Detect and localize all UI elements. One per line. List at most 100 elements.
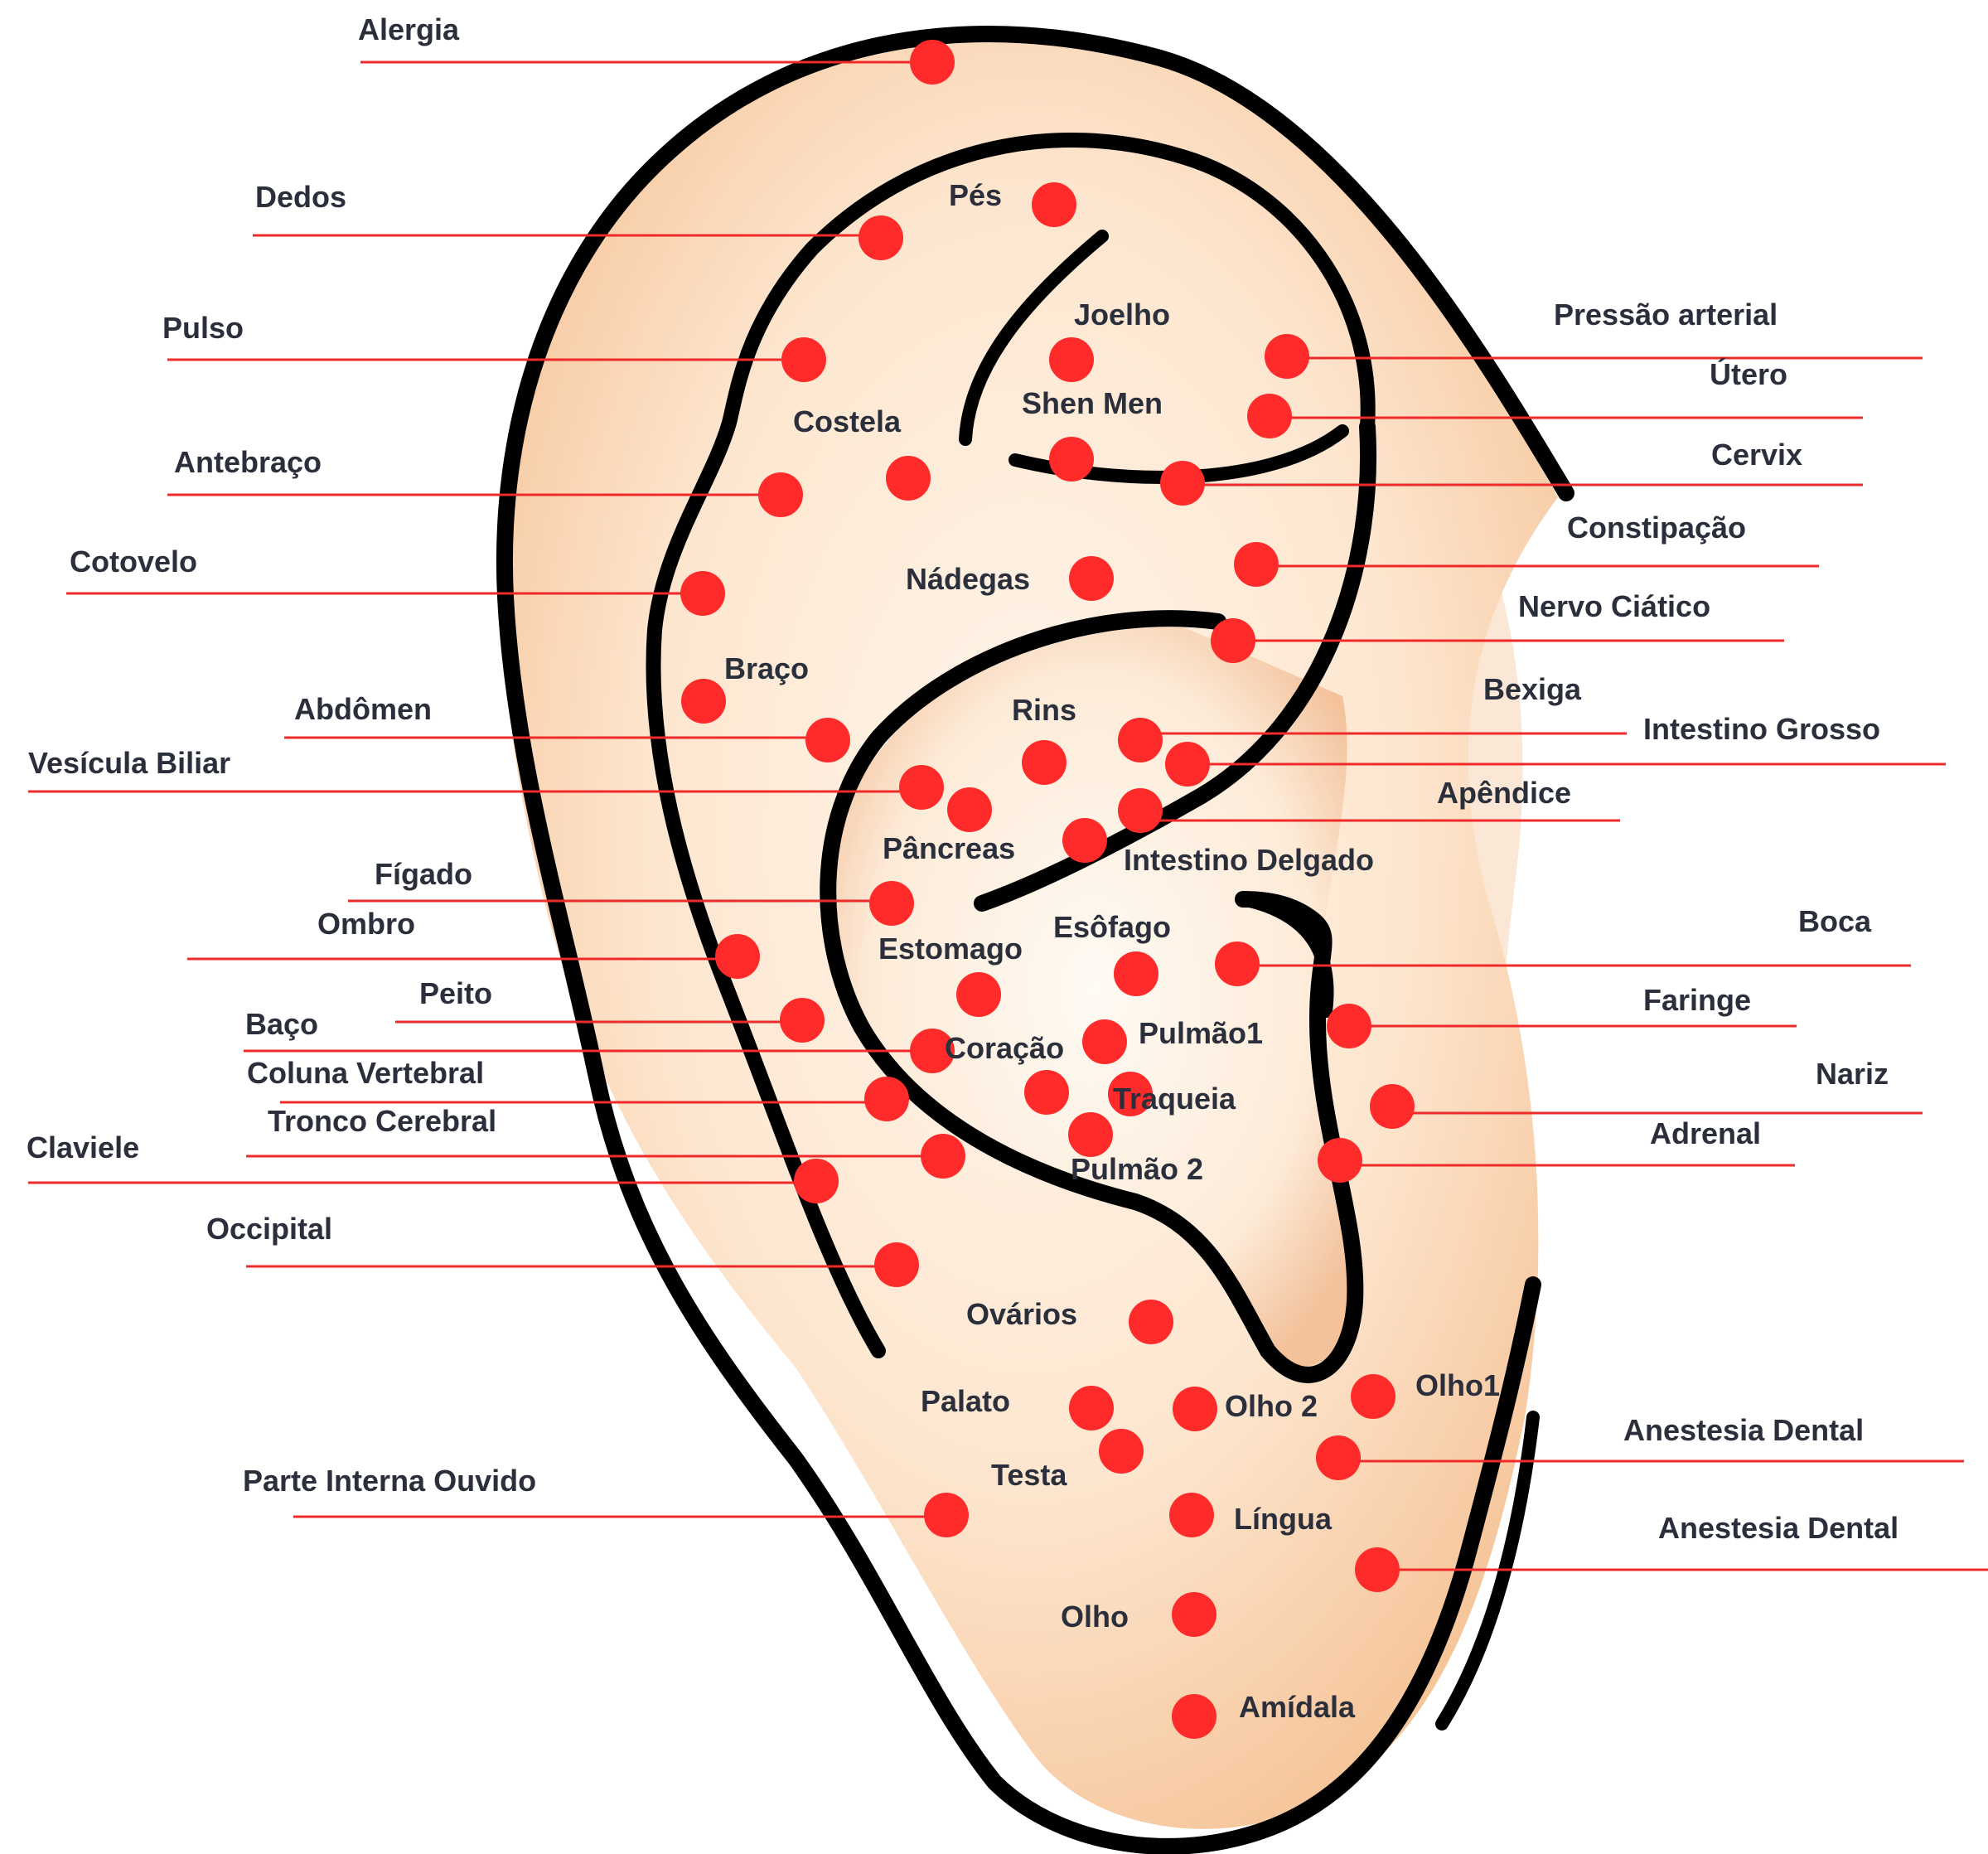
- label-vesicula-biliar: Vesícula Biliar: [28, 746, 230, 780]
- point-vesicula[interactable]: [899, 765, 944, 810]
- label-boca: Boca: [1798, 904, 1872, 938]
- point-olho1[interactable]: [1351, 1374, 1395, 1419]
- label-claviele: Claviele: [27, 1130, 139, 1164]
- label-pancreas: Pâncreas: [883, 831, 1015, 865]
- point-peito[interactable]: [780, 998, 825, 1043]
- point-apendice[interactable]: [1118, 788, 1163, 833]
- point-tronco-cerebral[interactable]: [921, 1134, 965, 1179]
- point-pulmao2[interactable]: [1068, 1112, 1113, 1157]
- point-anestesia-2[interactable]: [1355, 1547, 1400, 1592]
- label-tronco-cerebral: Tronco Cerebral: [268, 1104, 496, 1138]
- label-abdomen: Abdômen: [294, 692, 432, 726]
- label-pulso: Pulso: [162, 311, 244, 345]
- point-nariz[interactable]: [1370, 1084, 1415, 1129]
- point-shen-men[interactable]: [1049, 437, 1094, 482]
- label-intestino-grosso: Intestino Grosso: [1643, 712, 1880, 746]
- point-amidala[interactable]: [1172, 1694, 1217, 1739]
- point-utero[interactable]: [1247, 394, 1292, 438]
- point-traqueia-b[interactable]: [1024, 1070, 1069, 1115]
- point-pes[interactable]: [1032, 182, 1076, 227]
- label-peito: Peito: [419, 976, 492, 1010]
- label-lingua: Língua: [1234, 1502, 1333, 1536]
- label-utero: Útero: [1710, 356, 1787, 391]
- point-alergia[interactable]: [910, 40, 955, 85]
- point-costela[interactable]: [886, 456, 931, 501]
- label-traqueia: Traqueia: [1113, 1082, 1236, 1116]
- label-baco: Baço: [245, 1007, 318, 1041]
- point-testa[interactable]: [1099, 1429, 1144, 1474]
- point-palato[interactable]: [1069, 1386, 1114, 1430]
- label-anestesia-dental-2: Anestesia Dental: [1658, 1511, 1899, 1545]
- point-joelho[interactable]: [1049, 337, 1094, 382]
- point-claviele[interactable]: [794, 1159, 839, 1203]
- point-bexiga[interactable]: [1118, 718, 1163, 762]
- label-apendice: Apêndice: [1437, 776, 1571, 810]
- point-lingua[interactable]: [1169, 1493, 1214, 1537]
- point-estomago[interactable]: [956, 972, 1001, 1017]
- point-intestino-grosso[interactable]: [1165, 742, 1210, 787]
- label-nervo-ciatico: Nervo Ciático: [1518, 589, 1710, 623]
- label-costela: Costela: [793, 404, 902, 438]
- label-ombro: Ombro: [317, 907, 415, 941]
- point-coluna-vertebral[interactable]: [864, 1077, 909, 1121]
- label-pressao-arterial: Pressão arterial: [1554, 298, 1778, 332]
- label-joelho: Joelho: [1074, 298, 1170, 332]
- label-pulmao2: Pulmão 2: [1071, 1152, 1203, 1186]
- point-occipital[interactable]: [874, 1242, 919, 1287]
- label-braco: Braço: [724, 651, 809, 685]
- label-alergia: Alergia: [358, 12, 460, 46]
- label-rins: Rins: [1012, 693, 1076, 727]
- label-nariz: Nariz: [1816, 1057, 1889, 1091]
- point-pulso[interactable]: [781, 337, 826, 382]
- point-pressao[interactable]: [1265, 334, 1309, 379]
- label-amidala: Amídala: [1239, 1690, 1356, 1724]
- label-cervix: Cervix: [1711, 438, 1802, 472]
- label-cotovelo: Cotovelo: [70, 545, 197, 578]
- label-antebraco: Antebraço: [174, 445, 322, 479]
- ear-illustration: [503, 33, 1566, 1847]
- label-bexiga: Bexiga: [1483, 672, 1582, 706]
- point-pancreas-a[interactable]: [947, 787, 992, 832]
- label-nadegas: Nádegas: [906, 562, 1030, 596]
- label-ovarios: Ovários: [966, 1297, 1077, 1331]
- point-olho[interactable]: [1172, 1592, 1217, 1637]
- label-pulmao1: Pulmão1: [1139, 1016, 1263, 1050]
- point-abdomen[interactable]: [805, 718, 850, 762]
- point-antebraco[interactable]: [758, 472, 803, 517]
- label-pes: Pés: [949, 178, 1002, 212]
- point-boca[interactable]: [1215, 942, 1260, 986]
- point-cotovelo[interactable]: [680, 571, 725, 616]
- point-nervo-ciatico[interactable]: [1211, 618, 1255, 663]
- label-testa: Testa: [991, 1458, 1067, 1492]
- label-coracao: Coração: [945, 1031, 1064, 1065]
- point-anestesia-1[interactable]: [1316, 1435, 1361, 1480]
- point-esofago[interactable]: [1114, 951, 1158, 996]
- point-adrenal[interactable]: [1318, 1138, 1362, 1183]
- label-coluna-vertebral: Coluna Vertebral: [247, 1056, 484, 1090]
- label-anestesia-dental-1: Anestesia Dental: [1623, 1413, 1864, 1447]
- point-ombro[interactable]: [715, 934, 760, 979]
- label-faringe: Faringe: [1643, 983, 1751, 1017]
- point-figado[interactable]: [869, 881, 914, 926]
- label-olho: Olho: [1061, 1600, 1129, 1634]
- label-occipital: Occipital: [206, 1212, 332, 1246]
- label-estomago: Estomago: [878, 932, 1023, 966]
- label-olho2: Olho 2: [1225, 1389, 1318, 1423]
- point-constipacao[interactable]: [1234, 542, 1279, 587]
- point-olho2[interactable]: [1173, 1387, 1217, 1431]
- point-cervix[interactable]: [1160, 461, 1205, 506]
- point-faringe[interactable]: [1327, 1004, 1371, 1048]
- point-pulmao1[interactable]: [1082, 1019, 1127, 1064]
- point-ovarios[interactable]: [1129, 1300, 1173, 1344]
- point-dedos[interactable]: [859, 215, 903, 260]
- label-adrenal: Adrenal: [1650, 1116, 1761, 1150]
- point-nadegas[interactable]: [1069, 556, 1114, 601]
- label-constipacao: Constipação: [1567, 511, 1746, 545]
- label-shen-men: Shen Men: [1022, 386, 1163, 420]
- point-pancreas-b[interactable]: [1062, 818, 1107, 863]
- point-rins[interactable]: [1022, 740, 1067, 785]
- point-parte-interna-ouvido[interactable]: [924, 1493, 969, 1537]
- label-parte-interna-ouvido: Parte Interna Ouvido: [243, 1464, 536, 1498]
- point-braco[interactable]: [681, 679, 726, 724]
